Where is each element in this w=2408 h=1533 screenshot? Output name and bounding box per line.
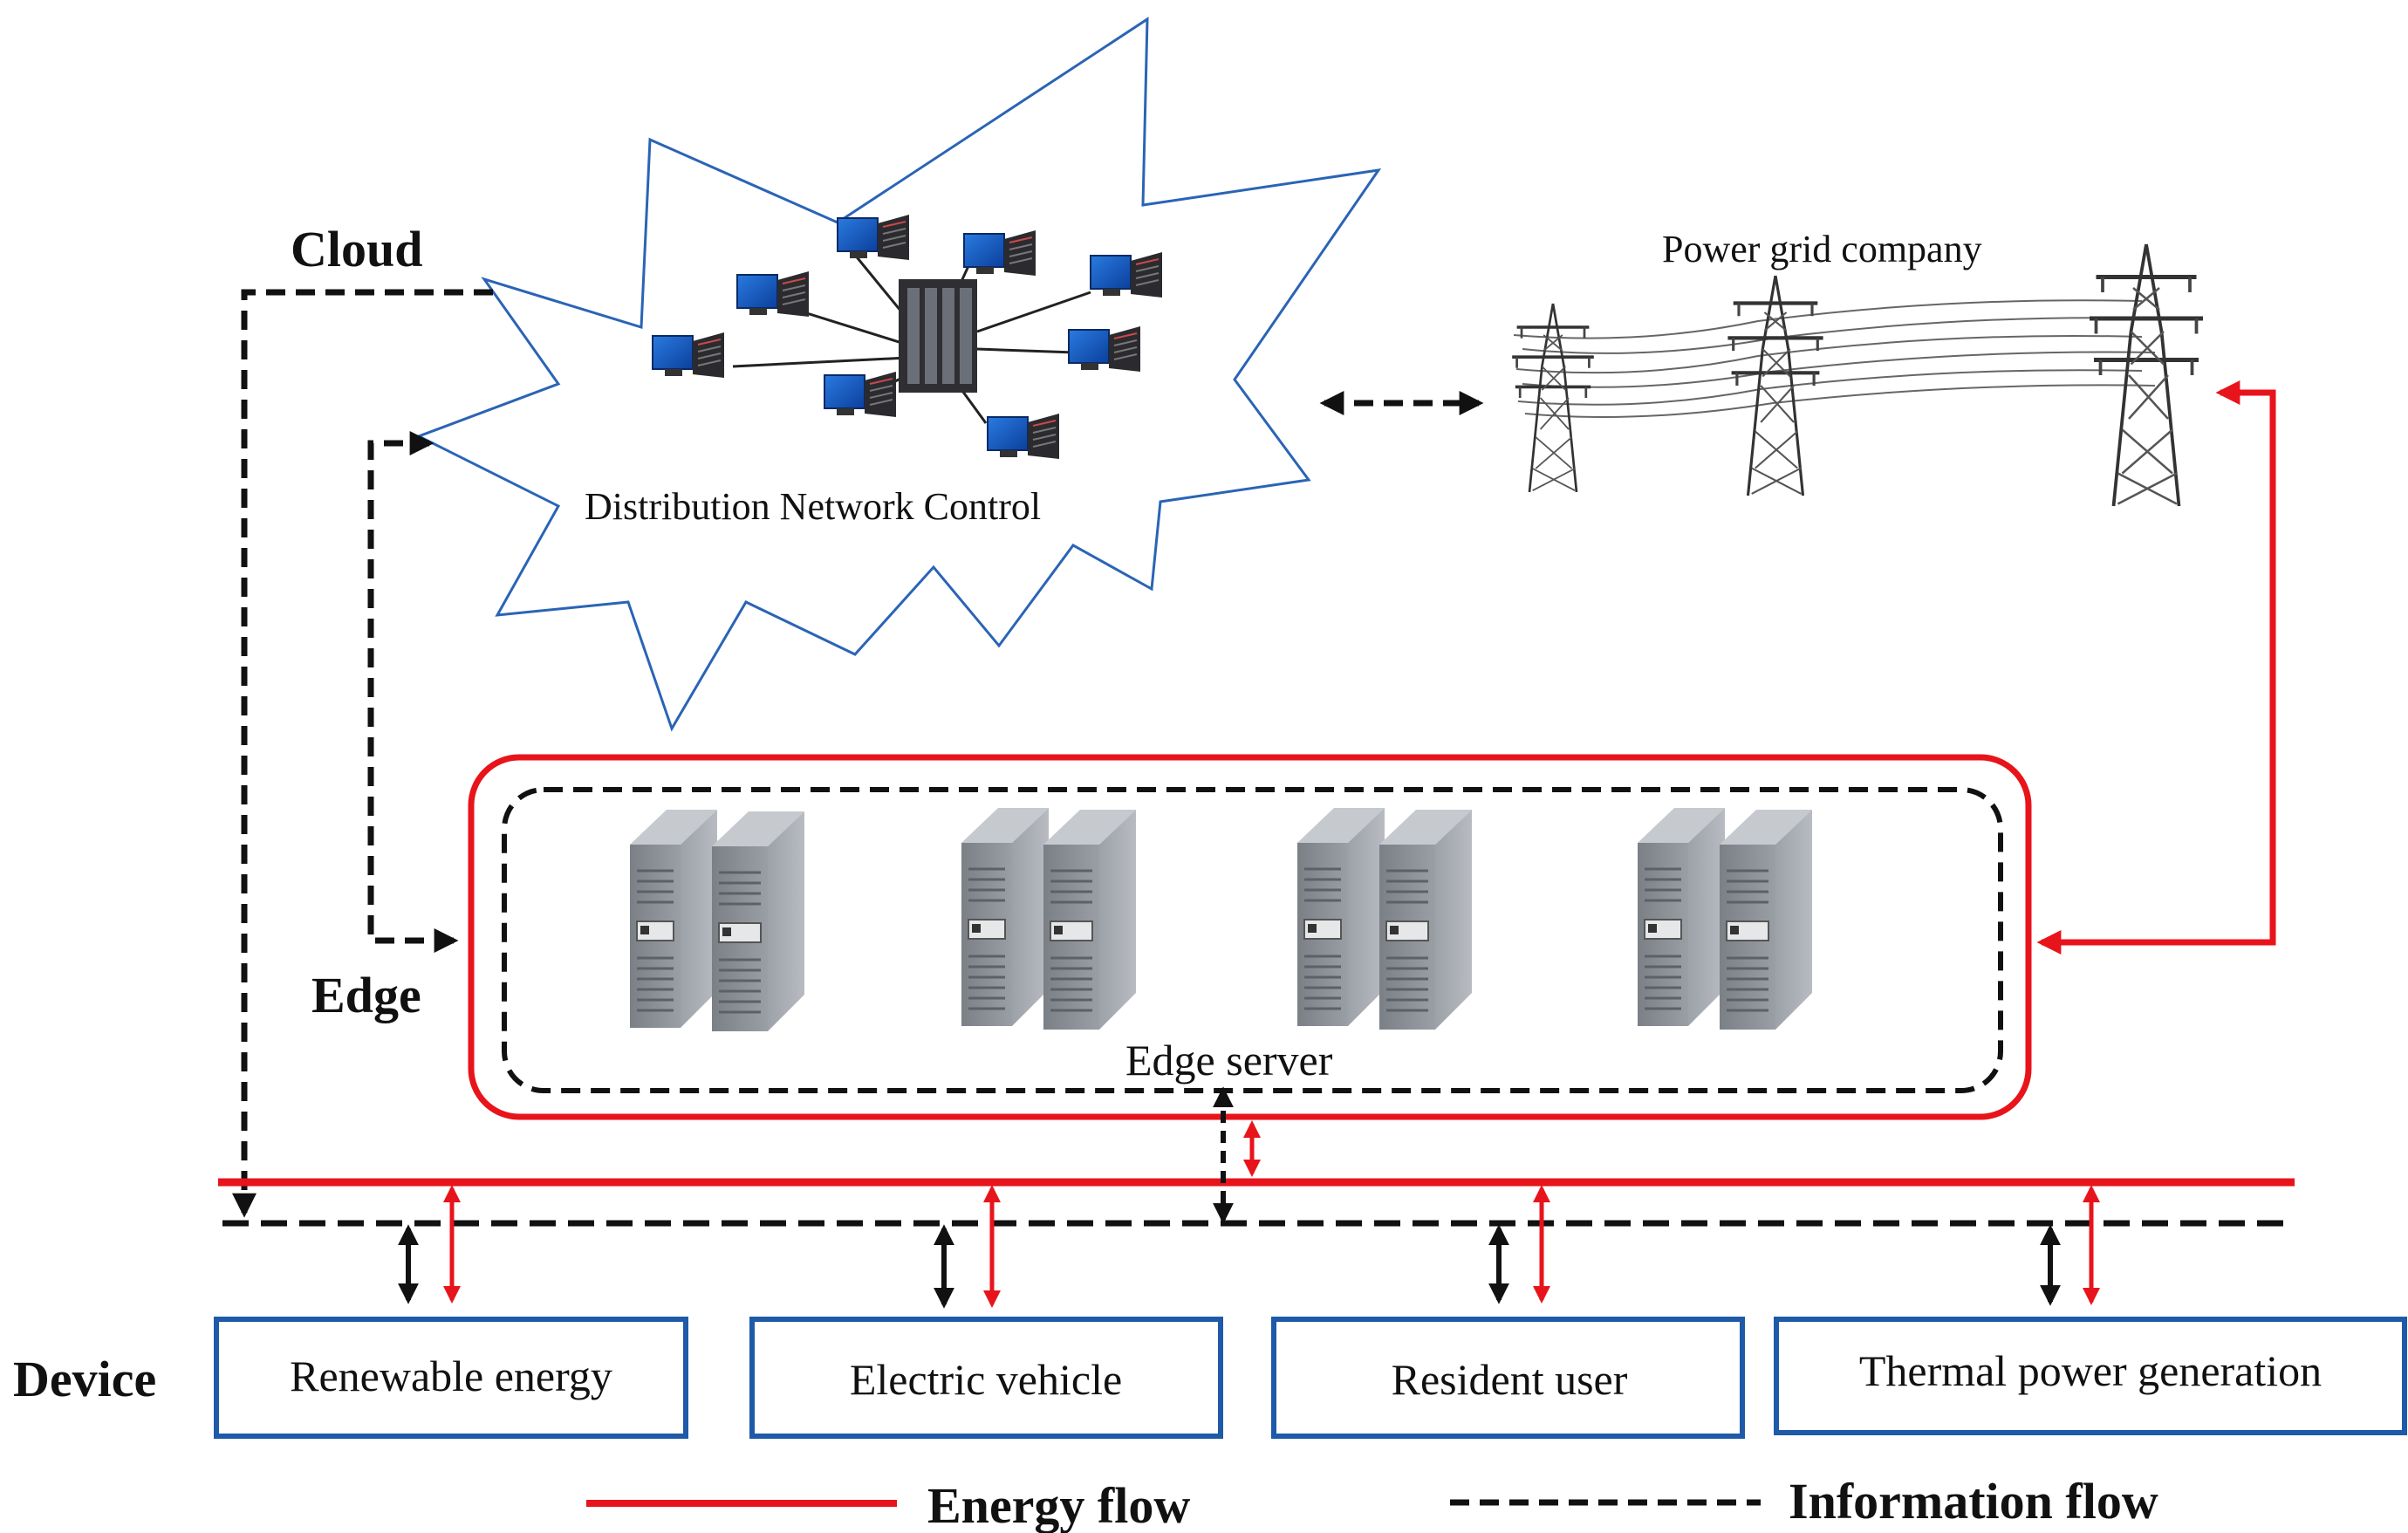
edge-node-label: Edge server bbox=[1125, 1036, 1333, 1085]
edge-info-boundary bbox=[502, 787, 2003, 1093]
device-box: Electric vehicle bbox=[749, 1317, 1223, 1439]
grid-node-label: Power grid company bbox=[1662, 228, 1982, 270]
cloud-node-label: Distribution Network Control bbox=[585, 485, 1041, 528]
device-label: Renewable energy bbox=[290, 1352, 612, 1400]
cloud-to-bus-info-line bbox=[232, 289, 493, 1218]
power-grid: Power grid company bbox=[1510, 228, 2203, 506]
computer-network-icon bbox=[652, 214, 1163, 460]
device-label: Thermal power generation bbox=[1859, 1346, 2322, 1395]
device-label: Resident user bbox=[1392, 1355, 1628, 1404]
server-rack-icon bbox=[628, 808, 806, 1033]
edge-energy-boundary bbox=[468, 754, 2032, 1120]
transmission-tower-icon bbox=[2090, 244, 2203, 506]
edge-to-cloud-info-line bbox=[367, 431, 459, 953]
device-label: Electric vehicle bbox=[850, 1355, 1122, 1404]
layer-label-cloud: Cloud bbox=[291, 221, 423, 277]
edge-layer: Edge server bbox=[468, 754, 2032, 1120]
server-rack-icon bbox=[960, 806, 1138, 1031]
device-layer: Renewable energy Electric vehicle Reside… bbox=[214, 1317, 2407, 1439]
transmission-tower-icon bbox=[1727, 276, 1823, 496]
device-box: Resident user bbox=[1271, 1317, 1745, 1439]
legend-energy-label: Energy flow bbox=[927, 1477, 1190, 1533]
device-box: Renewable energy bbox=[214, 1317, 688, 1439]
legend-information-label: Information flow bbox=[1789, 1473, 2158, 1530]
layer-label-device: Device bbox=[13, 1351, 156, 1407]
server-rack-icon bbox=[1296, 806, 1474, 1031]
device-connectors bbox=[398, 1185, 2100, 1309]
cloud-layer: Distribution Network Control bbox=[415, 17, 1382, 732]
grid-edge-energy-arrow bbox=[2036, 380, 2276, 955]
power-lines bbox=[1513, 299, 2156, 418]
legend: Energy flow Information flow bbox=[586, 1473, 2158, 1533]
transmission-tower-icon bbox=[1510, 302, 1596, 494]
layer-label-edge: Edge bbox=[311, 967, 421, 1023]
server-rack-icon bbox=[1636, 806, 1814, 1031]
device-box: Thermal power generation bbox=[1774, 1317, 2407, 1435]
